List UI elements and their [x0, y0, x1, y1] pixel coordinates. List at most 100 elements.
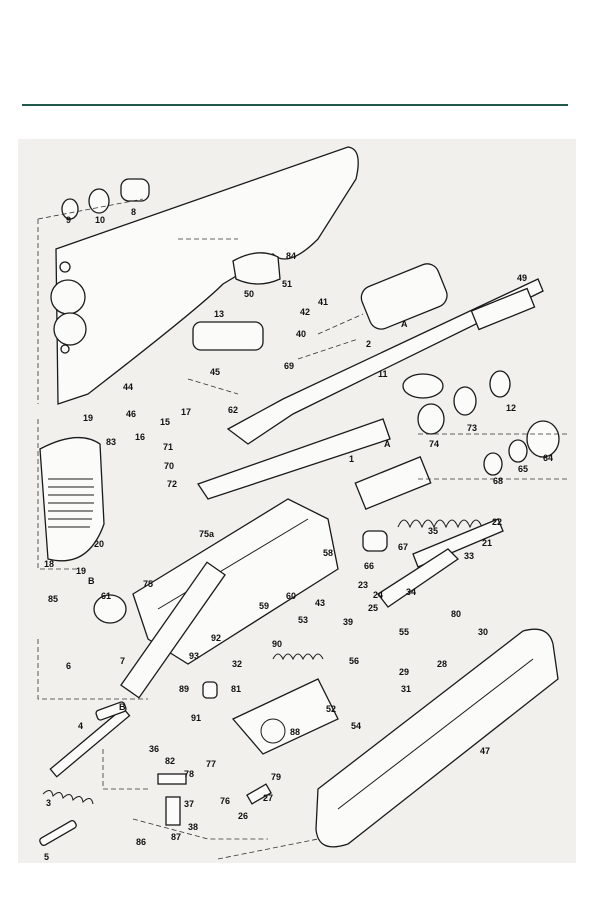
- callout-label: 50: [244, 289, 255, 299]
- callout-label: 56: [349, 656, 360, 666]
- callout-label: 84: [286, 251, 297, 261]
- callout-label: 54: [351, 721, 362, 731]
- callout-label: 13: [214, 309, 225, 319]
- callout-label: 92: [211, 633, 222, 643]
- callout-label: 69: [284, 361, 295, 371]
- callout-label: 3: [46, 798, 52, 808]
- callout-label: 22: [492, 517, 503, 527]
- callout-label: 55: [399, 627, 410, 637]
- callout-label: 21: [482, 538, 493, 548]
- callout-label: A: [384, 439, 391, 449]
- callout-label: 6: [66, 661, 72, 671]
- callout-label: 88: [290, 727, 301, 737]
- callout-label: 30: [478, 627, 489, 637]
- callout-label: 7: [120, 656, 126, 666]
- callout-label: 60: [286, 591, 297, 601]
- callout-label: 2: [366, 339, 372, 349]
- callout-label: 75a: [199, 529, 215, 539]
- callout-label: 27: [263, 793, 274, 803]
- callout-label: 43: [315, 598, 326, 608]
- forend: [315, 628, 559, 848]
- callout-label: 31: [401, 684, 412, 694]
- callout-label: 61: [101, 591, 112, 601]
- callout-label: 26: [238, 811, 249, 821]
- callout-label: 44: [123, 382, 134, 392]
- callout-label: 93: [189, 651, 200, 661]
- buttstock: [55, 146, 359, 405]
- callout-label: 11: [378, 369, 388, 379]
- callout-label: 40: [296, 329, 307, 339]
- callout-label: 90: [272, 639, 283, 649]
- callout-label: 5: [44, 852, 50, 862]
- callout-label: 19: [76, 566, 87, 576]
- callout-label: 58: [323, 548, 334, 558]
- callout-label: 4: [78, 721, 84, 731]
- callout-label: 82: [165, 756, 176, 766]
- callout-label: 72: [167, 479, 178, 489]
- callout-label: 45: [210, 367, 221, 377]
- callout-label: 34: [406, 587, 417, 597]
- callout-label: 73: [467, 423, 478, 433]
- callout-label: 23: [358, 580, 369, 590]
- callout-label: 65: [518, 464, 529, 474]
- callout-label: 28: [437, 659, 448, 669]
- callout-label: 74: [429, 439, 440, 449]
- callout-label: 76: [220, 796, 231, 806]
- exploded-parts-diagram: 9 10 8 84 51 50 49 41 42 13 40 2 A 69 11…: [18, 139, 576, 863]
- callout-label: 71: [163, 442, 174, 452]
- callout-label: 89: [179, 684, 190, 694]
- callout-label: 77: [206, 759, 217, 769]
- callout-label: 39: [343, 617, 354, 627]
- callout-label: 15: [160, 417, 171, 427]
- callout-label: 33: [464, 551, 475, 561]
- callout-label: 38: [188, 822, 199, 832]
- callout-label: 62: [228, 405, 239, 415]
- callout-label: 29: [399, 667, 410, 677]
- callout-label: 91: [191, 713, 202, 723]
- butt-plate: [39, 436, 105, 562]
- callout-label: 85: [48, 594, 59, 604]
- callout-label: 59: [259, 601, 270, 611]
- callout-label: B: [119, 702, 126, 712]
- callout-label: 19: [83, 413, 94, 423]
- callout-label: 68: [493, 476, 504, 486]
- callout-label: 81: [231, 684, 242, 694]
- callout-label: 80: [451, 609, 462, 619]
- callout-label: 10: [95, 215, 106, 225]
- callout-label: 16: [135, 432, 146, 442]
- callout-label: 41: [318, 297, 329, 307]
- callout-label: 75: [143, 579, 154, 589]
- callout-label: 79: [271, 772, 282, 782]
- callout-label: 35: [428, 526, 439, 536]
- callout-label: 1: [349, 454, 355, 464]
- callout-label: 24: [373, 590, 384, 600]
- callout-label: 17: [181, 407, 192, 417]
- callout-label: A: [401, 319, 408, 329]
- callout-label: 64: [543, 453, 554, 463]
- callout-label: 83: [106, 437, 117, 447]
- callout-label: 8: [131, 207, 137, 217]
- callout-label: 25: [368, 603, 379, 613]
- callout-label: 51: [282, 279, 293, 289]
- callout-label: 53: [298, 615, 309, 625]
- header-rule: [22, 104, 568, 106]
- callout-label: 47: [480, 746, 491, 756]
- callout-label: 9: [66, 215, 72, 225]
- callout-label: 46: [126, 409, 137, 419]
- callout-label: 18: [44, 559, 55, 569]
- callout-label: 12: [506, 403, 517, 413]
- callout-label: 20: [94, 539, 105, 549]
- callout-label: 42: [300, 307, 311, 317]
- callout-label: 49: [517, 273, 528, 283]
- callout-label: 67: [398, 542, 409, 552]
- callout-label: 70: [164, 461, 175, 471]
- callout-label: 66: [364, 561, 375, 571]
- callout-label: 37: [184, 799, 195, 809]
- parts-drawing: [37, 146, 568, 860]
- callout-label: 78: [184, 769, 195, 779]
- callout-label: 36: [149, 744, 160, 754]
- callout-label: 87: [171, 832, 182, 842]
- callout-label: 52: [326, 704, 337, 714]
- callout-label: 32: [232, 659, 243, 669]
- callout-label: B: [88, 576, 95, 586]
